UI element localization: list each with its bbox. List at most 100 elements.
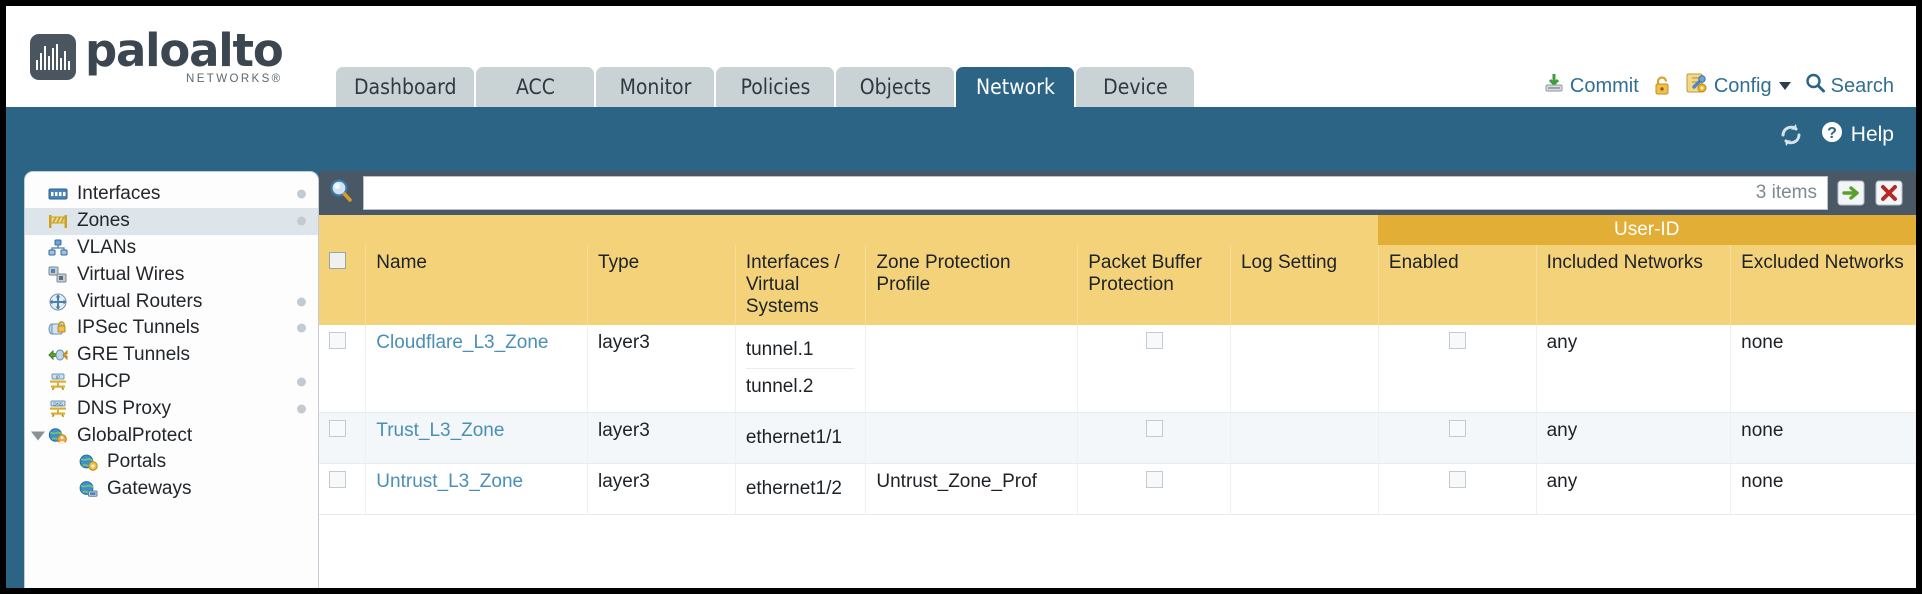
- cell-interfaces: ethernet1/1: [735, 412, 867, 464]
- tab-network[interactable]: Network: [956, 67, 1075, 107]
- tab-device[interactable]: Device: [1076, 67, 1195, 107]
- sidebar-item-label: Interfaces: [77, 183, 161, 205]
- column-header-packet-buffer-protection[interactable]: Packet Buffer Protection: [1077, 245, 1231, 325]
- cell-excluded-networks: none: [1730, 463, 1916, 515]
- help-button[interactable]: ? Help: [1819, 119, 1894, 151]
- cell-userid-enabled: [1378, 325, 1537, 413]
- userid-enabled-checkbox[interactable]: [1448, 332, 1466, 349]
- sidebar-item-gateways[interactable]: Gateways: [25, 476, 318, 503]
- row-select-checkbox[interactable]: [329, 471, 346, 488]
- sidebar-item-virtual-routers[interactable]: Virtual Routers: [25, 288, 318, 315]
- column-header-type[interactable]: Type: [587, 245, 736, 325]
- tab-dashboard[interactable]: Dashboard: [336, 67, 475, 107]
- sidebar-item-gre-tunnels[interactable]: GRE Tunnels: [25, 342, 318, 369]
- zone-name-link[interactable]: Cloudflare_L3_Zone: [376, 332, 549, 353]
- sidebar-item-vlans[interactable]: VLANs: [25, 235, 318, 262]
- row-select-cell: [319, 412, 367, 464]
- tab-objects[interactable]: Objects: [836, 67, 955, 107]
- cell-packet-buffer-protection: [1077, 325, 1231, 413]
- ipsec-tunnels-icon: [47, 319, 69, 337]
- sidebar-item-zones[interactable]: Zones: [25, 207, 318, 235]
- search-field-wrap[interactable]: 3 items: [363, 176, 1828, 210]
- interface-entry: tunnel.1: [745, 332, 856, 369]
- row-select-checkbox[interactable]: [329, 420, 346, 437]
- cell-name: Trust_L3_Zone: [365, 412, 589, 464]
- tab-monitor[interactable]: Monitor: [596, 67, 715, 107]
- cell-type: layer3: [587, 412, 736, 464]
- search-input[interactable]: [374, 181, 1756, 205]
- search-label: Search: [1830, 74, 1894, 97]
- search-button[interactable]: Search: [1804, 72, 1894, 100]
- select-all-header-cell: [319, 245, 367, 325]
- group-header-spacer: [319, 215, 1379, 245]
- refresh-icon[interactable]: [1777, 122, 1805, 148]
- search-icon: [1804, 72, 1826, 100]
- column-header-included-networks[interactable]: Included Networks: [1536, 245, 1732, 325]
- apply-filter-button[interactable]: [1836, 178, 1866, 208]
- cell-excluded-networks: none: [1730, 412, 1916, 464]
- column-header-zone-protection-profile[interactable]: Zone Protection Profile: [865, 245, 1079, 325]
- sidebar-item-virtual-wires[interactable]: Virtual Wires: [25, 261, 318, 288]
- column-header-enabled[interactable]: Enabled: [1378, 245, 1537, 325]
- column-header-name[interactable]: Name: [365, 245, 589, 325]
- row-select-checkbox[interactable]: [329, 332, 346, 349]
- packet-buffer-protection-checkbox[interactable]: [1145, 420, 1163, 437]
- help-label: Help: [1850, 123, 1894, 146]
- sidebar-item-interfaces[interactable]: Interfaces: [25, 181, 318, 208]
- column-header-log-setting[interactable]: Log Setting: [1230, 245, 1379, 325]
- sidebar-item-label: GRE Tunnels: [77, 344, 190, 366]
- userid-enabled-checkbox[interactable]: [1448, 420, 1466, 437]
- zone-name-link[interactable]: Trust_L3_Zone: [376, 420, 505, 441]
- padlock-icon[interactable]: [1652, 75, 1672, 97]
- select-all-checkbox[interactable]: [329, 252, 346, 269]
- dns-proxy-icon: DNS: [47, 400, 69, 418]
- column-header-excluded-networks[interactable]: Excluded Networks: [1730, 245, 1916, 325]
- sidebar-item-ipsec-tunnels[interactable]: IPSec Tunnels: [25, 315, 318, 342]
- commit-button[interactable]: Commit: [1543, 72, 1639, 100]
- search-magnifier-icon[interactable]: [327, 177, 355, 210]
- zone-name-link[interactable]: Untrust_L3_Zone: [376, 471, 524, 492]
- cell-included-networks: any: [1536, 463, 1732, 515]
- cell-packet-buffer-protection: [1077, 412, 1231, 464]
- cell-log-setting: [1230, 325, 1379, 413]
- clear-filter-button[interactable]: [1874, 178, 1904, 208]
- config-menu[interactable]: Config: [1685, 72, 1791, 100]
- cell-zone-protection-profile: [865, 412, 1079, 464]
- expand-triangle-icon[interactable]: [31, 431, 45, 441]
- gre-tunnels-icon: [47, 346, 69, 364]
- userid-enabled-checkbox[interactable]: [1448, 471, 1466, 488]
- brand-name: paloalto: [85, 24, 284, 77]
- svg-text:?: ?: [1827, 125, 1837, 142]
- portals-icon: [77, 453, 99, 472]
- sub-header-bar: ? Help: [6, 107, 1916, 163]
- interface-entry: ethernet1/1: [745, 427, 842, 448]
- main-content-panel: 3 items: [319, 171, 1916, 588]
- tab-acc[interactable]: ACC: [476, 67, 595, 107]
- packet-buffer-protection-checkbox[interactable]: [1145, 471, 1163, 488]
- sidebar-item-portals[interactable]: Portals: [25, 449, 318, 476]
- column-header-interfaces-virtual-systems[interactable]: Interfaces / Virtual Systems: [735, 245, 867, 325]
- sidebar-item-label: Gateways: [107, 478, 192, 500]
- subbar-actions: ? Help: [1777, 119, 1894, 151]
- svg-text:DNS: DNS: [53, 401, 62, 406]
- row-select-cell: [319, 325, 367, 413]
- packet-buffer-protection-checkbox[interactable]: [1145, 332, 1163, 349]
- logo-waveform-icon: [35, 43, 71, 70]
- sidebar-item-globalprotect[interactable]: GlobalProtect: [25, 422, 318, 449]
- cell-zone-protection-profile: Untrust_Zone_Prof: [865, 463, 1079, 515]
- cell-name: Cloudflare_L3_Zone: [365, 325, 589, 413]
- tab-policies[interactable]: Policies: [716, 67, 835, 107]
- sidebar-item-label: Zones: [77, 210, 130, 232]
